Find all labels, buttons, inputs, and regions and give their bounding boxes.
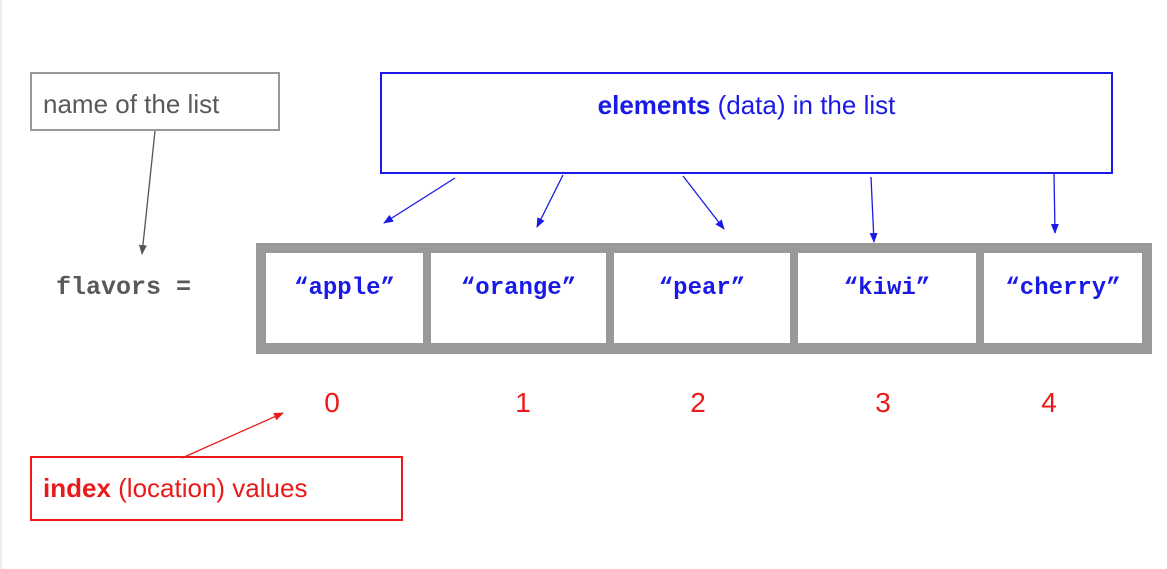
- element-arrow-2: [682, 175, 725, 230]
- index-1: 1: [515, 387, 531, 418]
- index-callout-text: (location) values: [110, 473, 308, 503]
- list-cells: “apple” “orange” “pear” “kiwi” “cherry”: [256, 243, 1152, 354]
- element-arrow-0: [383, 177, 456, 224]
- elements-callout-text: (data) in the list: [710, 90, 896, 120]
- index-callout: index (location) values: [30, 456, 403, 521]
- list-variable-name: flavors =: [56, 273, 192, 302]
- name-arrow: [138, 130, 156, 255]
- list-cell-4: “cherry”: [984, 253, 1142, 343]
- list-cell-0: “apple”: [266, 253, 423, 343]
- element-arrow-3: [869, 176, 878, 243]
- element-arrow-1: [536, 174, 564, 228]
- left-edge-divider: [0, 0, 2, 569]
- elements-callout: elements (data) in the list: [380, 72, 1113, 174]
- list-cell-1: “orange”: [431, 253, 606, 343]
- index-0: 0: [324, 387, 340, 418]
- list-cell-3: “kiwi”: [798, 253, 976, 343]
- list-name-callout-text: name of the list: [43, 89, 220, 119]
- index-4: 4: [1041, 387, 1057, 418]
- elements-callout-bold: elements: [597, 90, 711, 120]
- list-name-callout: name of the list: [30, 72, 280, 131]
- index-callout-bold: index: [43, 473, 111, 503]
- list-cell-2: “pear”: [614, 253, 790, 343]
- index-2: 2: [690, 387, 706, 418]
- element-arrow-4: [1050, 173, 1059, 234]
- index-3: 3: [875, 387, 891, 418]
- index-arrow: [181, 412, 284, 459]
